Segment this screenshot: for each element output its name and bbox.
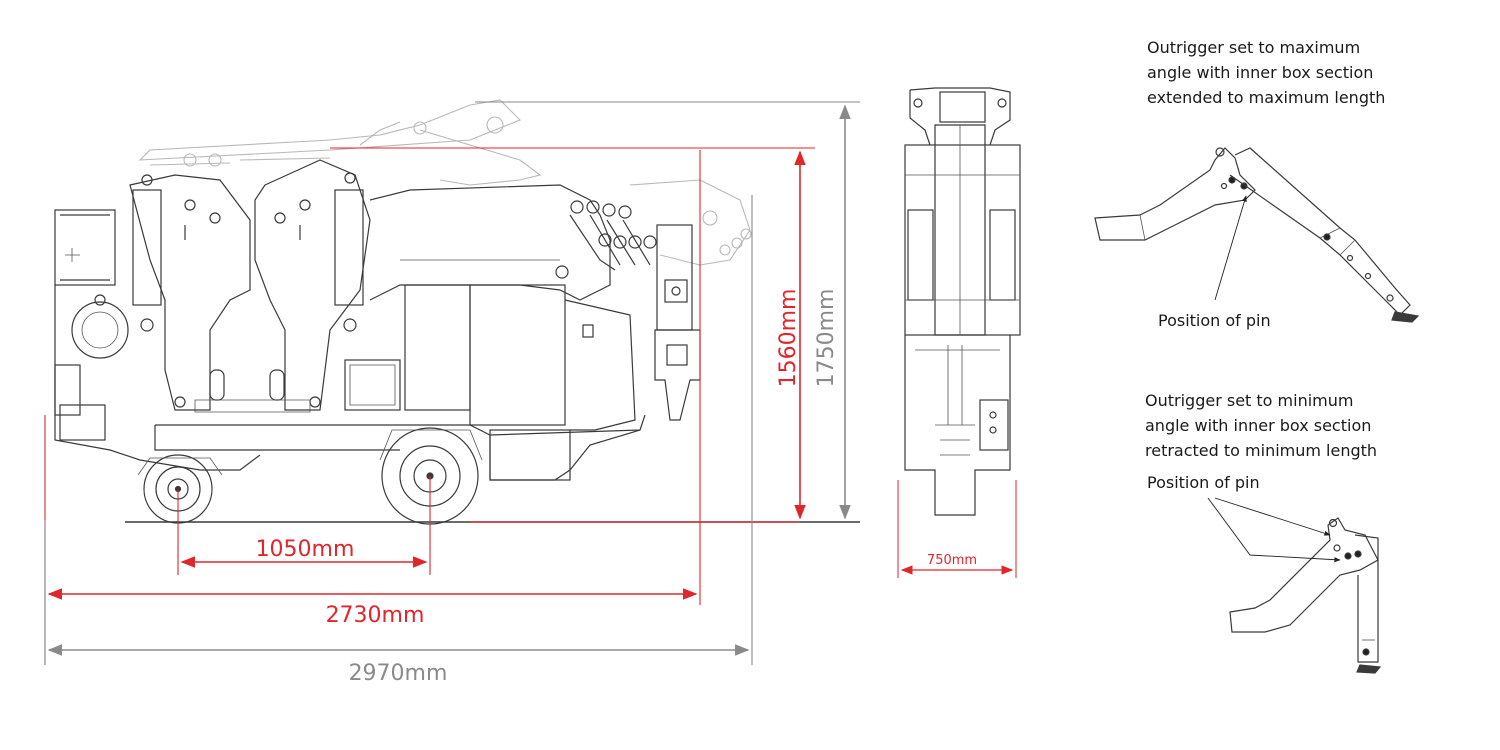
max-pin-label: Position of pin	[1158, 311, 1271, 330]
outrigger-min-note: Outrigger set to minimum angle with inne…	[1145, 391, 1377, 460]
outrigger-span-label: 2730mm	[326, 603, 425, 628]
max-pin-leader	[1214, 195, 1247, 301]
rear-wheel	[137, 454, 223, 524]
crane-body	[54, 159, 701, 481]
hydraulic-rollers	[569, 200, 657, 271]
min-note-line-1: Outrigger set to minimum	[1145, 391, 1353, 410]
min-pin-label: Position of pin	[1147, 473, 1260, 492]
min-note-line-3: retracted to minimum length	[1145, 441, 1377, 460]
min-pin-leaders	[1207, 497, 1341, 563]
outrigger-min-drawing	[1229, 517, 1382, 674]
front-wheel	[379, 427, 483, 525]
front-view-crane	[904, 87, 1021, 516]
outrigger-max-drawing	[1094, 147, 1420, 323]
outrigger-max-note: Outrigger set to maximum angle with inne…	[1147, 38, 1385, 107]
width-label: 750mm	[927, 553, 977, 568]
front-view-width-dim: 750mm	[897, 480, 1017, 578]
max-note-line-2: angle with inner box section	[1147, 63, 1373, 82]
dimension-lines: 1050mm 2730mm 2970mm 1560mm 1750mm	[44, 101, 860, 686]
folded-boom-outline	[138, 99, 752, 266]
wheelbase-label: 1050mm	[256, 537, 355, 562]
max-note-line-1: Outrigger set to maximum	[1147, 38, 1360, 57]
side-view-crane	[54, 99, 860, 525]
height-gray-label: 1750mm	[814, 289, 839, 388]
height-red-label: 1560mm	[776, 289, 801, 388]
min-note-line-2: angle with inner box section	[1145, 416, 1371, 435]
max-note-line-3: extended to maximum length	[1147, 88, 1385, 107]
overall-length-label: 2970mm	[349, 661, 448, 686]
